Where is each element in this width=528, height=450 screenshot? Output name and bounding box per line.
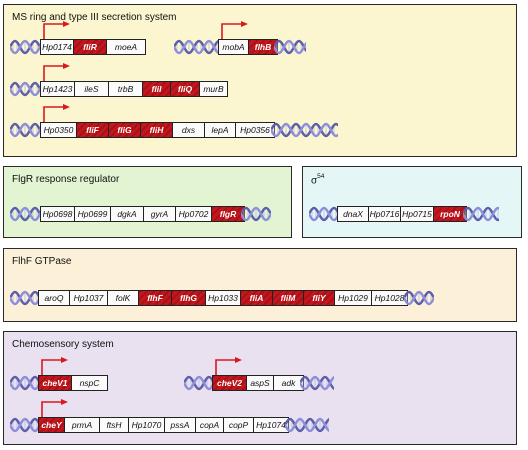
dna-helix-icon [10,417,42,433]
dna-helix-icon [285,417,329,433]
gene-flgR: flgR [211,206,245,222]
gene-fliA: fliA [240,290,273,306]
gene-Hp1423: Hp1423 [40,81,75,97]
gene-Hp1037: Hp1037 [69,290,108,306]
gene-copA: copA [195,417,224,433]
gene-Hp1070: Hp1070 [128,417,165,433]
gene-Hp1029: Hp1029 [334,290,372,306]
gene-fliH: fliH [140,122,173,138]
dna-helix-icon [10,39,44,55]
panel-title-flgr: FlgR response regulator [12,174,120,185]
gene-Hp0715: Hp0715 [400,206,434,222]
gene-dnaX: dnaX [337,206,369,222]
gene-Hp0356: Hp0356 [235,122,275,138]
gene-adk: adk [273,375,304,391]
gene-Hp1028: Hp1028 [371,290,408,306]
gene-flhB: flhB [248,39,278,55]
gene-cheV2: cheV2 [212,375,247,391]
gene-moeA: moeA [106,39,146,55]
dna-helix-icon [10,81,44,97]
panel-title-ms-ring: MS ring and type III secretion system [12,12,177,23]
promoter-arrow-icon [43,104,70,122]
dna-helix-icon [10,290,42,306]
gene-rpoN: rpoN [433,206,467,222]
gene-fliR: fliR [73,39,107,55]
gene-lepA: lepA [204,122,236,138]
gene-aroQ: aroQ [38,290,70,306]
dna-helix-icon [10,122,44,138]
gene-fliY: fliY [303,290,335,306]
promoter-arrow-icon [221,21,248,39]
gene-fliI: fliI [142,81,171,97]
gene-fliG: fliG [108,122,141,138]
panel-title-flhf: FlhF GTPase [12,256,72,267]
dna-helix-icon [10,206,44,222]
gene-Hp0716: Hp0716 [368,206,401,222]
gene-flhF: flhF [138,290,172,306]
gene-flhG: flhG [171,290,206,306]
sigma-symbol: σ [311,175,318,187]
gene-copP: copP [223,417,254,433]
promoter-arrow-icon [41,357,68,375]
gene-prmA: prmA [64,417,100,433]
panel-title-sigma54: σ54 [311,173,325,187]
promoter-arrow-icon [215,357,242,375]
gene-Hp0699: Hp0699 [74,206,111,222]
dna-helix-icon [309,206,341,222]
gene-fliF: fliF [76,122,109,138]
dna-helix-icon [300,375,334,391]
gene-dxs: dxs [172,122,205,138]
dna-helix-icon [10,375,42,391]
gene-Hp0350: Hp0350 [40,122,77,138]
gene-ftsH: ftsH [99,417,129,433]
promoter-arrow-icon [43,21,70,39]
gene-trbB: trbB [108,81,143,97]
gene-Hp0174: Hp0174 [40,39,74,55]
sigma-superscript: 54 [317,173,325,180]
gene-dgkA: dgkA [110,206,144,222]
dna-helix-icon [184,375,216,391]
gene-fliQ: fliQ [170,81,200,97]
gene-Hp0698: Hp0698 [40,206,75,222]
promoter-arrow-icon [41,399,68,417]
gene-fliM: fliM [272,290,304,306]
dna-helix-icon [404,290,434,306]
promoter-arrow-icon [43,63,70,81]
gene-nspC: nspC [71,375,108,391]
dna-helix-icon [463,206,499,222]
gene-gyrA: gyrA [143,206,176,222]
dna-helix-icon [174,39,222,55]
gene-murB: murB [199,81,228,97]
dna-helix-icon [271,122,338,138]
dna-helix-icon [274,39,306,55]
panel-title-chemo: Chemosensory system [12,339,114,350]
dna-helix-icon [241,206,271,222]
gene-pssA: pssA [164,417,196,433]
gene-Hp1074: Hp1074 [253,417,289,433]
panel-ms-ring: MS ring and type III secretion system Hp… [3,4,517,157]
gene-aspS: aspS [246,375,274,391]
gene-mobA: mobA [218,39,249,55]
gene-Hp0702: Hp0702 [175,206,212,222]
gene-Hp1033: Hp1033 [205,290,241,306]
gene-folK: folK [107,290,139,306]
gene-cheY: cheY [38,417,65,433]
gene-ileS: ileS [74,81,109,97]
gene-cheV1: cheV1 [38,375,72,391]
